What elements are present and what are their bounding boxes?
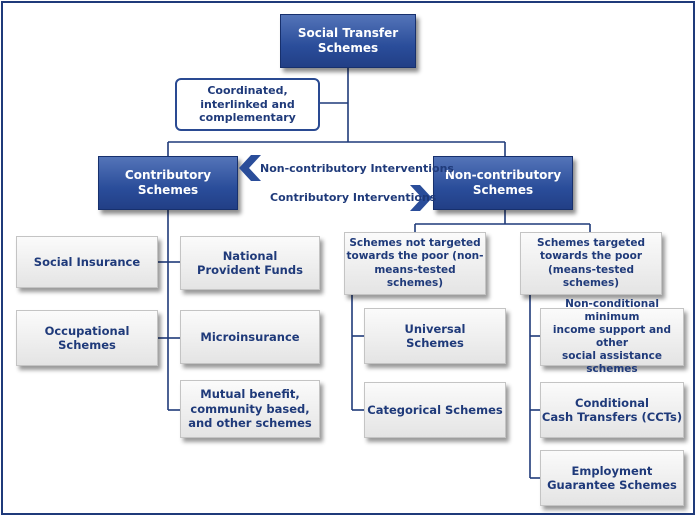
left-arrow-icon xyxy=(239,155,261,181)
diagram-frame xyxy=(1,1,695,515)
employment-guarantee-box: Employment Guarantee Schemes xyxy=(540,450,684,506)
conditional-cash-transfers-box: Conditional Cash Transfers (CCTs) xyxy=(540,382,684,438)
social-insurance-box: Social Insurance xyxy=(16,236,158,288)
non-contributory-interventions-label: Non-contributory Interventions xyxy=(260,162,454,175)
universal-schemes-box: Universal Schemes xyxy=(364,308,506,364)
occupational-schemes-box: Occupational Schemes xyxy=(16,310,158,366)
categorical-schemes-box: Categorical Schemes xyxy=(364,382,506,438)
targeted-schemes-box: Schemes targeted towards the poor (means… xyxy=(520,232,662,295)
coordination-note: Coordinated, interlinked and complementa… xyxy=(175,78,320,131)
root-node: Social Transfer Schemes xyxy=(280,14,416,68)
right-arrow-icon xyxy=(410,185,432,211)
contributory-interventions-label: Contributory Interventions xyxy=(270,191,437,204)
non-contributory-schemes-node: Non-contributory Schemes xyxy=(433,156,573,210)
microinsurance-box: Microinsurance xyxy=(180,310,320,364)
not-targeted-schemes-box: Schemes not targeted towards the poor (n… xyxy=(344,232,486,295)
national-provident-funds-box: National Provident Funds xyxy=(180,236,320,290)
non-conditional-support-box: Non-conditional minimum income support a… xyxy=(540,298,684,375)
contributory-schemes-node: Contributory Schemes xyxy=(98,156,238,210)
mutual-benefit-box: Mutual benefit, community based, and oth… xyxy=(180,380,320,438)
